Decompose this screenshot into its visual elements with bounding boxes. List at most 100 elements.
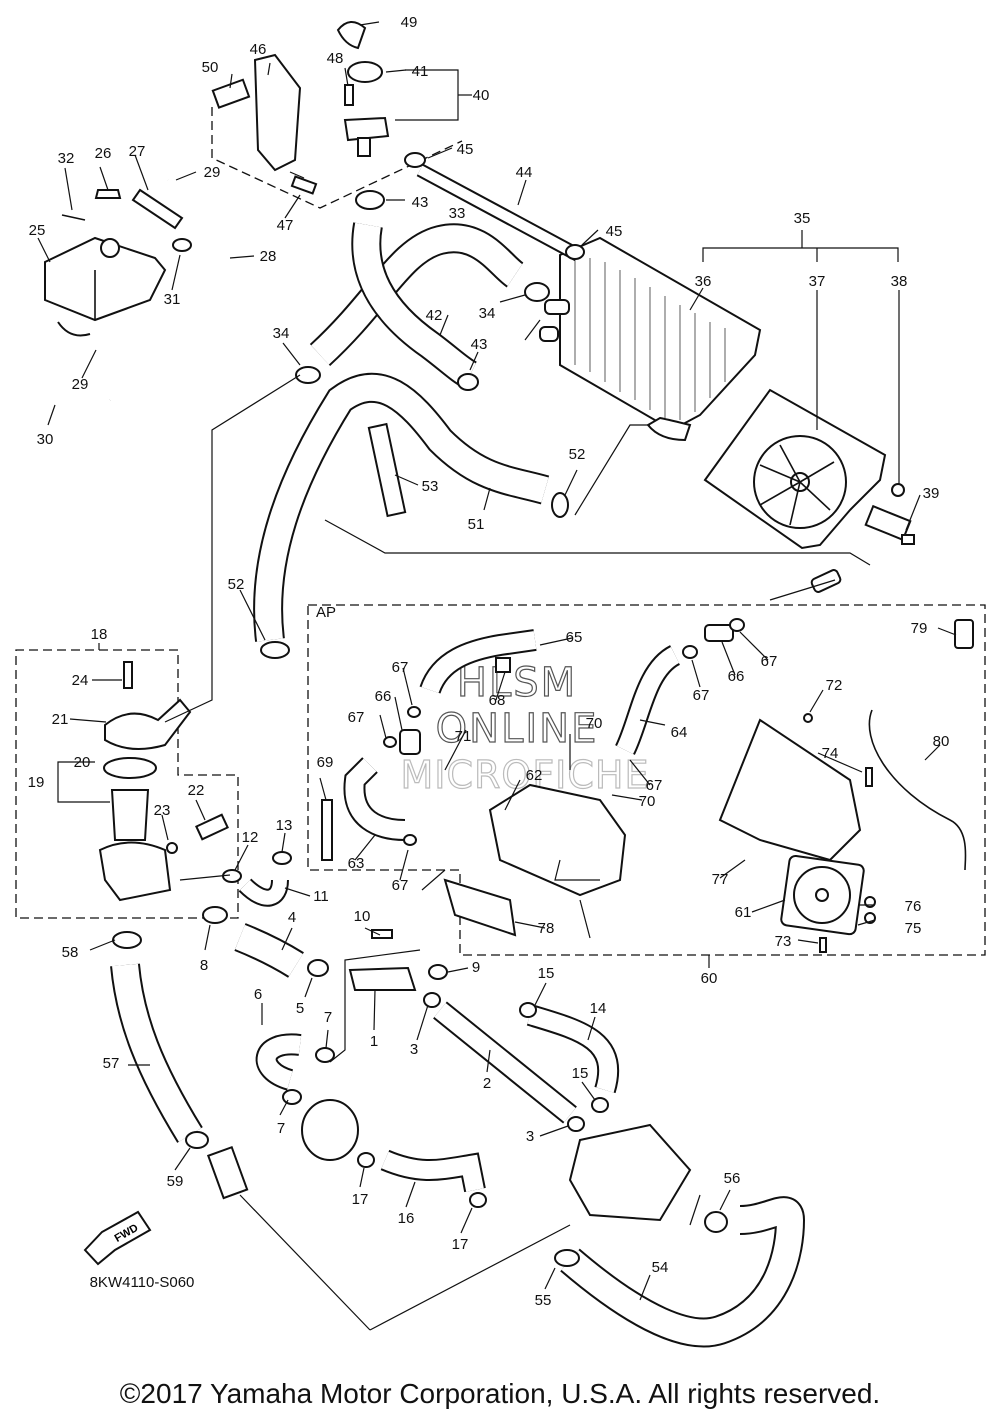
- callout-61: 61: [735, 904, 752, 921]
- callout-20: 20: [74, 754, 91, 771]
- thermostat-assembly: [98, 661, 229, 902]
- callout-40: 40: [473, 87, 490, 104]
- callout-8: 8: [200, 957, 208, 974]
- clamp-3-lower: [567, 1116, 585, 1132]
- callout-72: 72: [826, 677, 843, 694]
- callout-24: 24: [72, 672, 89, 689]
- fan-connector: [864, 504, 912, 542]
- callout-numbers: 49 46 48 41 50 40 45 26 27 32 29 44 43 3…: [28, 14, 950, 1309]
- o-ring-9: [428, 964, 448, 980]
- clamp-43-top: [355, 190, 385, 210]
- clip-50: [211, 78, 251, 109]
- callout-29-bottom: 29: [72, 376, 89, 393]
- connector-79: [954, 619, 974, 649]
- callout-17-lower: 17: [452, 1236, 469, 1253]
- water-pump: [568, 1123, 692, 1222]
- callout-67-c: 67: [693, 687, 710, 704]
- temp-sensor-22: [195, 813, 229, 841]
- callout-48: 48: [327, 50, 344, 67]
- thermostat-assembly-box-18: [15, 649, 239, 919]
- bracket-78: [443, 878, 517, 937]
- callout-25: 25: [29, 222, 46, 239]
- pipe-1: [348, 966, 417, 991]
- callout-30: 30: [37, 431, 54, 448]
- pipe-segment-ap: [810, 569, 842, 593]
- clamp-31: [172, 238, 192, 252]
- clamp-58: [112, 931, 142, 949]
- callout-43-top: 43: [412, 194, 429, 211]
- clamp-8: [202, 906, 228, 924]
- callout-23: 23: [154, 802, 171, 819]
- fwd-arrow: FWD: [83, 1210, 152, 1266]
- callout-12: 12: [242, 829, 259, 846]
- callout-67-b: 67: [392, 659, 409, 676]
- callout-28: 28: [260, 248, 277, 265]
- callout-66-left: 66: [375, 688, 392, 705]
- bracket-46: [253, 53, 302, 172]
- radiator-assembly: [539, 236, 762, 442]
- clamp-13: [272, 851, 292, 865]
- callout-44: 44: [516, 164, 533, 181]
- callout-29-top: 29: [204, 164, 221, 181]
- callout-15-lower: 15: [572, 1065, 589, 1082]
- callout-76: 76: [905, 898, 922, 915]
- callout-34-upper: 34: [479, 305, 496, 322]
- callout-9: 9: [472, 959, 480, 976]
- rivet-32: [61, 214, 86, 221]
- clip-49: [336, 21, 367, 50]
- reservoir-filler-neck: [100, 238, 120, 258]
- callout-35: 35: [794, 210, 811, 227]
- thermostat-19: [110, 789, 150, 841]
- callout-19: 19: [28, 774, 45, 791]
- filler-bracket-assembly: [211, 21, 390, 195]
- callout-16: 16: [398, 1210, 415, 1227]
- callout-17-upper: 17: [352, 1191, 369, 1208]
- group-outlines: [15, 107, 986, 956]
- watermark-line-1: HLSM: [457, 660, 577, 706]
- bolt-10: [371, 929, 393, 939]
- copyright-notice: ©2017 Yamaha Motor Corporation, U.S.A. A…: [119, 1378, 881, 1409]
- callout-34-lower: 34: [273, 325, 290, 342]
- callout-75: 75: [905, 920, 922, 937]
- callout-33: 33: [449, 205, 466, 222]
- callout-42: 42: [426, 307, 443, 324]
- callout-71: 71: [455, 728, 472, 745]
- joint-66-left: [399, 729, 421, 755]
- clamp-3-upper: [423, 992, 441, 1008]
- callout-36: 36: [695, 273, 712, 290]
- clamp-34-upper: [524, 282, 550, 302]
- callout-70-lower: 70: [639, 793, 656, 810]
- breather-hose-27: [131, 188, 184, 230]
- callout-3-lower: 3: [526, 1128, 534, 1145]
- bolt-24: [123, 661, 133, 689]
- pipe-59-joint: [206, 1145, 249, 1200]
- clamp-52-upper: [551, 492, 569, 518]
- thermostat-cover-21: [104, 698, 192, 750]
- callout-11: 11: [313, 888, 329, 905]
- callout-4: 4: [288, 909, 296, 926]
- callout-49: 49: [401, 14, 418, 31]
- grommet-38: [891, 483, 905, 497]
- callout-67-d: 67: [348, 709, 365, 726]
- cable-tie-53: [367, 422, 407, 518]
- bolt-48: [344, 84, 354, 106]
- clamp-15-upper: [519, 1002, 537, 1018]
- clamp-45-top: [404, 152, 426, 168]
- callout-47: 47: [277, 217, 294, 234]
- clamp-67-e: [403, 834, 417, 846]
- clamp-67-c: [407, 706, 421, 718]
- clamp-17-lower: [469, 1192, 487, 1208]
- callout-65: 65: [566, 629, 583, 646]
- fwd-arrow-shape: [83, 1210, 152, 1266]
- callout-15-upper: 15: [538, 965, 555, 982]
- radiator-fins: [574, 258, 726, 420]
- callout-18: 18: [91, 626, 108, 643]
- clamp-67-b: [729, 618, 745, 632]
- leader-lines: [37, 21, 957, 1301]
- callout-58: 58: [62, 944, 79, 961]
- callout-10: 10: [354, 908, 371, 925]
- callout-78: 78: [538, 920, 555, 937]
- clamp-15-lower: [591, 1097, 609, 1113]
- stay-68: [495, 657, 511, 673]
- callout-62: 62: [526, 767, 543, 784]
